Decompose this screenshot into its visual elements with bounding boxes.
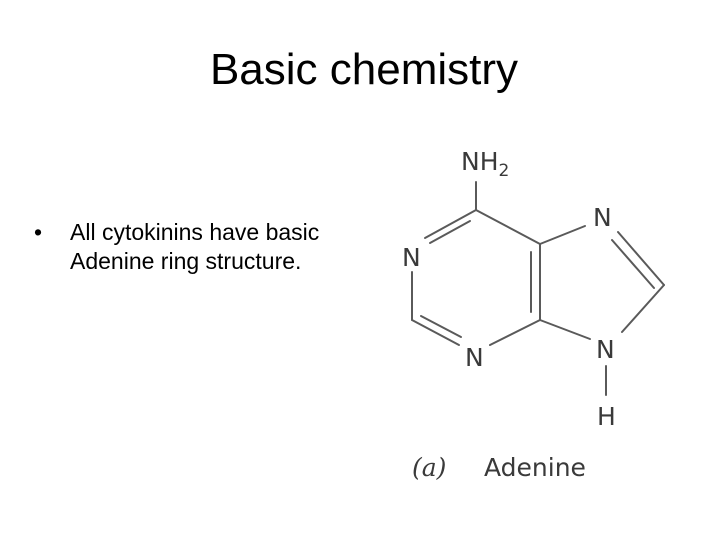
caption-label: (a) (412, 453, 446, 482)
atom-nh2-subscript: 2 (499, 161, 510, 181)
bullet-list: • All cytokinins have basic Adenine ring… (34, 218, 334, 276)
atom-n-bottom-right: N (596, 335, 615, 364)
bond-c2-n3-double (420, 315, 462, 338)
atom-n-left: N (402, 243, 421, 272)
atom-h-bottom: H (597, 402, 616, 431)
caption-name: Adenine (484, 453, 586, 482)
atom-nh2-main: NH (461, 147, 499, 176)
bond-c5-n7 (539, 225, 586, 245)
bond-c6-n1-double (429, 220, 471, 244)
atom-nh2: NH2 (461, 147, 509, 181)
bond-c5-c6 (475, 209, 541, 245)
atom-n-top-right: N (593, 203, 612, 232)
atom-n-bottom: N (465, 343, 484, 372)
bullet-text: All cytokinins have basic Adenine ring s… (70, 219, 320, 274)
bond-n7-c8-double (611, 239, 655, 289)
bullet-marker: • (34, 219, 43, 245)
bullet-item: • All cytokinins have basic Adenine ring… (34, 218, 334, 276)
bond-c8-n9 (621, 284, 665, 333)
bond-n9-c4 (539, 319, 591, 340)
slide-title: Basic chemistry (209, 45, 519, 94)
bond-n3-c4 (489, 319, 541, 346)
bond-c2-n3 (411, 319, 460, 346)
bond-c6-n1 (424, 209, 477, 239)
bond-n7-c8 (617, 231, 665, 286)
